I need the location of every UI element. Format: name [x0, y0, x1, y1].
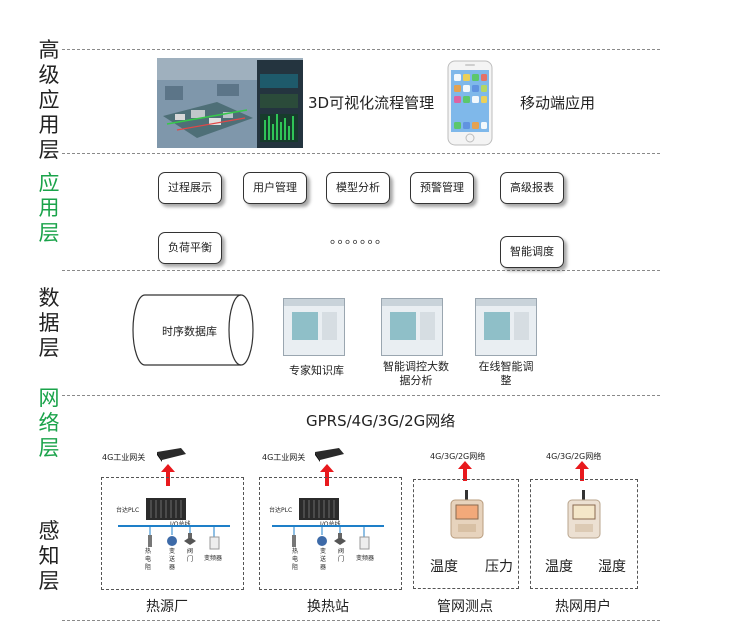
- network-label-meter-1: 4G/3G/2G网络: [430, 452, 486, 461]
- separator: [62, 270, 660, 271]
- online-adjust-label: 在线智能调 整: [478, 360, 534, 387]
- uplink-arrow-icon: [575, 461, 589, 481]
- gateway-device-icon: [315, 448, 344, 462]
- 3d-visualization-screenshot: [157, 58, 303, 148]
- sensor-valve-label: 阀 门: [187, 548, 194, 563]
- site-box-heat-source: [101, 477, 244, 590]
- timeseries-db-cylinder: [132, 294, 254, 366]
- module-advanced-report[interactable]: 高级报表: [500, 172, 564, 204]
- smartphone-icon: [447, 60, 493, 146]
- sensor-rtd-label: 热 电 阻: [145, 548, 152, 571]
- module-smart-dispatch[interactable]: 智能调度: [500, 236, 564, 268]
- layer-network-label: 网 络 层: [38, 386, 60, 460]
- network-label-meter-2: 4G/3G/2G网络: [546, 452, 602, 461]
- module-user-management[interactable]: 用户管理: [243, 172, 307, 204]
- site-heat-exchange: 换热站: [307, 599, 349, 615]
- wireless-meter-icon: [450, 490, 484, 539]
- uplink-arrow-icon: [161, 464, 175, 486]
- layer-application-label: 应 用 层: [38, 171, 60, 245]
- plc-rack-icon: [299, 498, 339, 520]
- io-bus-line: [272, 525, 384, 527]
- gateway-label-2: 4G工业网关: [262, 453, 306, 462]
- 3d-visualization-label: 3D可视化流程管理: [308, 94, 435, 112]
- separator: [62, 49, 660, 50]
- separator: [62, 620, 660, 621]
- io-bus-line: [118, 525, 230, 527]
- mobile-app-label: 移动端应用: [520, 94, 596, 112]
- sensor-inverter-label: 变频器: [356, 555, 375, 562]
- online-adjust-window: [475, 298, 537, 356]
- module-process-display[interactable]: 过程展示: [158, 172, 222, 204]
- plc-rack-icon: [146, 498, 186, 520]
- gateway-label-1: 4G工业网关: [102, 453, 146, 462]
- timeseries-db-label: 时序数据库: [162, 325, 217, 338]
- temperature-label: 温度: [545, 559, 573, 575]
- humidity-label: 湿度: [598, 559, 626, 575]
- pressure-label: 压力: [485, 559, 513, 575]
- layer-sensing-label: 感 知 层: [38, 519, 60, 593]
- uplink-arrow-icon: [458, 461, 472, 481]
- separator: [62, 395, 660, 396]
- io-bus-label: I/O总线: [320, 519, 341, 528]
- uplink-arrow-icon: [320, 464, 334, 486]
- site-heat-source: 热源厂: [146, 599, 188, 615]
- plc-label: 台达PLC: [116, 507, 140, 514]
- knowledge-base-window: [283, 298, 345, 356]
- site-box-heat-exchange: [259, 477, 402, 590]
- knowledge-base-label: 专家知识库: [289, 364, 344, 377]
- bigdata-analysis-label: 智能调控大数 据分析: [383, 360, 449, 387]
- bigdata-analysis-window: [381, 298, 443, 356]
- gateway-device-icon: [157, 448, 186, 462]
- module-model-analysis[interactable]: 模型分析: [326, 172, 390, 204]
- site-heat-user: 热网用户: [555, 599, 611, 615]
- sensor-transmitter-label: 变 送 器: [169, 548, 176, 571]
- wireless-meter-icon: [567, 490, 601, 539]
- layer-advanced-label: 高 级 应 用 层: [38, 38, 60, 162]
- module-alert-management[interactable]: 预警管理: [410, 172, 474, 204]
- network-label: GPRS/4G/3G/2G网络: [306, 412, 456, 430]
- site-box-heat-user: [530, 479, 638, 589]
- layer-data-label: 数 据 层: [38, 286, 60, 360]
- io-bus-label: I/O总线: [170, 519, 191, 528]
- sensor-transmitter-label: 变 送 器: [320, 548, 327, 571]
- sensor-inverter-label: 变频器: [204, 555, 223, 562]
- site-box-pipe-point: [413, 479, 519, 589]
- site-pipe-point: 管网测点: [437, 599, 493, 615]
- sensor-rtd-label: 热 电 阻: [292, 548, 299, 571]
- temperature-label: 温度: [430, 559, 458, 575]
- plc-label: 台达PLC: [269, 507, 293, 514]
- field-devices-icons: [292, 527, 370, 550]
- separator: [62, 153, 660, 154]
- field-devices-icons: [148, 527, 220, 550]
- sensor-valve-label: 阀 门: [338, 548, 345, 563]
- module-load-balance[interactable]: 负荷平衡: [158, 232, 222, 264]
- more-modules-ellipsis: 。。。。。。。: [330, 232, 390, 247]
